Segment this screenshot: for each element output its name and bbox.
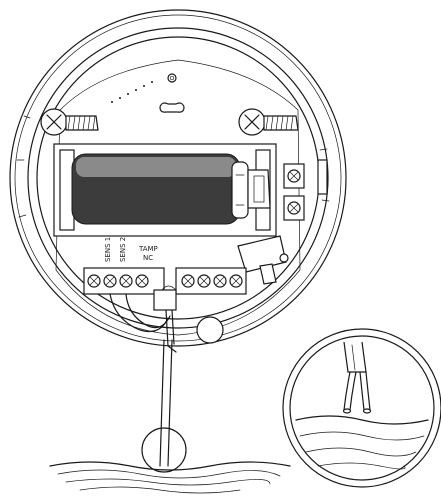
terminal-screw [119,274,133,288]
locator-hole [167,73,177,83]
terminal-screw [229,274,243,288]
terminal-screw [181,274,195,288]
vent-dots [111,81,153,103]
terminal-screw [135,274,149,288]
mounting-surface [49,461,291,494]
label-sens2: SENS 2 [119,237,127,262]
label-nc: NC [143,254,153,262]
cable-detail-icon [282,328,441,488]
terminal-screw [197,274,211,288]
screw-right-icon [238,108,299,136]
terminal-screw [103,274,117,288]
screw-left-icon [40,108,99,136]
knockout-hole [196,316,224,344]
housing-ring [9,9,347,347]
detail-marker-circle [141,427,187,473]
terminal-block-middle-icon [175,267,247,295]
cable-gland [153,285,224,344]
battery-icon [71,153,249,225]
label-sens1: SENS 1 [104,237,112,262]
internal-wires [109,293,177,353]
terminal-block-right-icon [283,163,305,221]
terminal-screw [87,274,101,288]
label-tamp: TAMP [138,245,158,253]
terminal-block-left-icon [83,267,165,295]
mounting-plate [55,59,301,336]
terminal-labels: SENS 1 SENS 2 TAMP NC [104,237,158,262]
battery-contact [247,169,271,209]
dogbone-slot [159,102,185,113]
tamper-switch-icon [237,235,289,285]
cable [159,339,173,467]
terminal-screw [213,274,227,288]
